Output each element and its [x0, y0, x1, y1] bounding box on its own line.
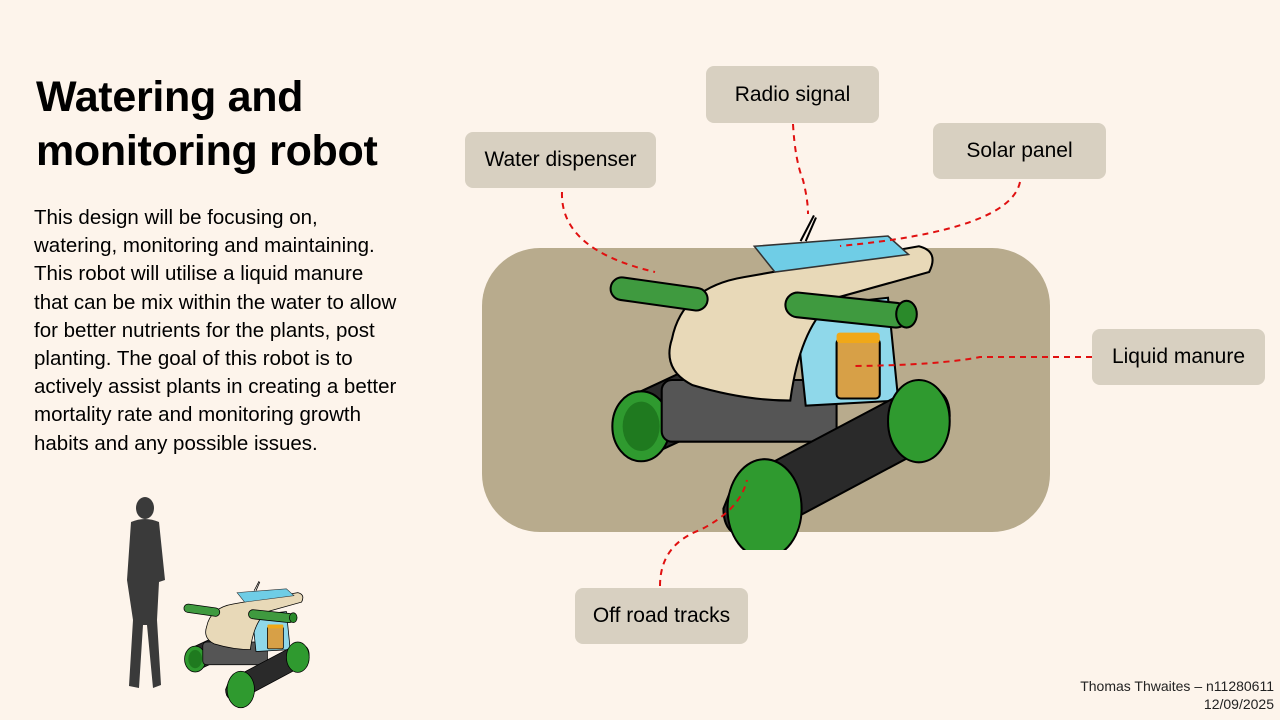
leader-line-radio-signal: [792, 123, 809, 215]
body-line: This design will be focusing on,: [34, 206, 318, 229]
footer-date: 12/09/2025: [1203, 696, 1274, 712]
scale-comparison-illustration: [127, 497, 310, 709]
robot-illustration: [601, 214, 951, 550]
human-silhouette-icon: [127, 497, 165, 688]
title-line: monitoring robot: [36, 127, 378, 175]
body-line: for better nutrients for the plants, pos…: [34, 318, 375, 342]
title-line: Watering and: [36, 73, 304, 121]
footer-author: Thomas Thwaites – n11280611: [1080, 678, 1274, 694]
body-line: This robot will utilise a liquid manure: [34, 262, 364, 286]
footer: Thomas Thwaites – n11280611 12/09/2025: [1080, 677, 1274, 713]
callout-liquid-manure: Liquid manure: [1092, 329, 1265, 385]
slide-title: Watering and monitoring robot: [36, 70, 378, 178]
body-line: habits and any possible issues.: [34, 431, 318, 455]
callout-radio-signal: Radio signal: [706, 66, 879, 123]
body-line: that can be mix within the water to allo…: [34, 290, 397, 314]
callout-off-road-tracks: Off road tracks: [575, 588, 748, 644]
body-line: mortality rate and monitoring growth: [34, 403, 362, 427]
callout-water-dispenser: Water dispenser: [465, 132, 656, 188]
body-line: planting. The goal of this robot is to: [34, 347, 353, 371]
small-robot-icon: [180, 580, 310, 709]
body-line: watering, monitoring and maintaining.: [34, 234, 375, 258]
body-line: actively assist plants in creating a bet…: [34, 375, 397, 399]
callout-solar-panel: Solar panel: [933, 123, 1106, 179]
description-text: This design will be focusing on, waterin…: [34, 204, 396, 458]
